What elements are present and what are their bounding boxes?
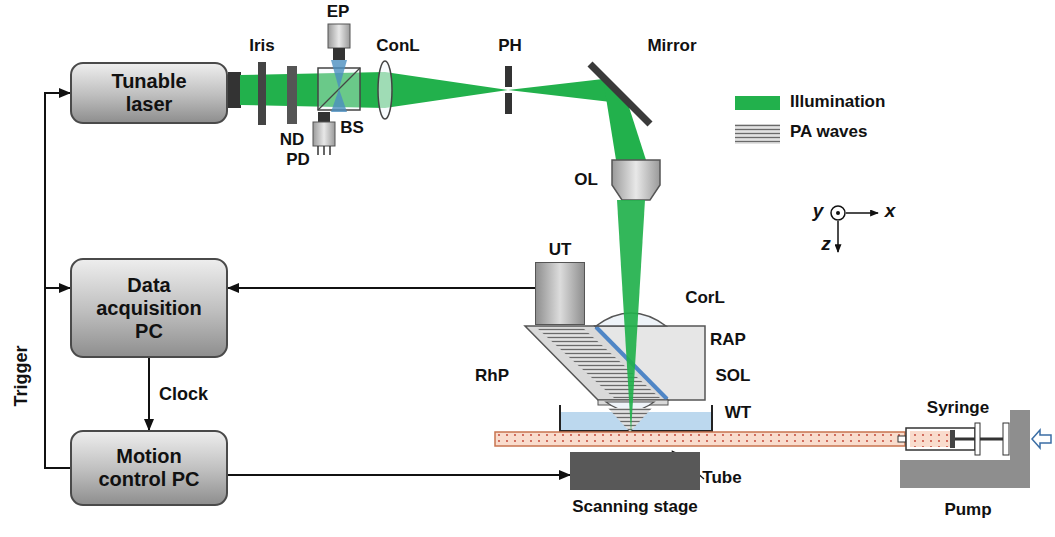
part-label: Scanning stage xyxy=(572,497,698,517)
signal-connector xyxy=(228,287,535,289)
signal-label: Clock xyxy=(157,384,210,405)
box-label: Motion control PC xyxy=(94,445,204,491)
legend-text: Illumination xyxy=(790,92,885,112)
illumination-beam xyxy=(240,72,646,160)
signal-connector xyxy=(148,358,150,430)
part-label: Iris xyxy=(249,36,275,56)
part-label: OL xyxy=(574,170,598,190)
axis-label: z xyxy=(821,234,831,254)
axis-label: x xyxy=(885,201,896,221)
iris xyxy=(258,62,266,125)
device-box: Data acquisition PC xyxy=(70,258,228,358)
focused-beam xyxy=(617,200,645,433)
part-label: CorL xyxy=(685,288,725,308)
part-label: Tube xyxy=(702,468,741,488)
part-label: PH xyxy=(498,36,522,56)
box-label: Tunable laser xyxy=(94,70,204,116)
legend-hatch-swatch xyxy=(735,124,780,144)
condenser-lens xyxy=(378,61,392,119)
objective-lens xyxy=(612,160,660,200)
part-label: PD xyxy=(286,150,310,170)
syringe-pump xyxy=(898,410,1051,488)
part-label: ND xyxy=(280,130,305,150)
right-angle-prism xyxy=(595,326,705,400)
legend-text: PA waves xyxy=(790,122,868,142)
pinhole xyxy=(505,66,512,114)
part-label: Mirror xyxy=(647,36,696,56)
part-label: RAP xyxy=(710,330,746,350)
beam-splitter xyxy=(318,60,360,112)
transducer: UT xyxy=(535,262,585,325)
water-tank xyxy=(560,405,712,431)
part-label: Syringe xyxy=(927,398,989,418)
signal-connector xyxy=(45,288,70,468)
eyepiece xyxy=(328,24,350,60)
axis-label: y xyxy=(813,201,824,221)
device-box: Tunable laser xyxy=(70,62,228,124)
part-label: ConL xyxy=(376,36,419,56)
mirror xyxy=(590,64,650,124)
signal-connector xyxy=(45,93,70,468)
signal-connector xyxy=(228,474,570,476)
part-label: WT xyxy=(725,403,751,423)
signal-label: Trigger xyxy=(11,343,32,408)
tube xyxy=(495,432,905,446)
scanning-stage: Scanning stage xyxy=(570,452,700,490)
axes xyxy=(831,206,878,252)
part-label: BS xyxy=(340,118,364,138)
legend-swatch xyxy=(735,96,780,110)
nd-filter xyxy=(287,66,297,124)
part-label: UT xyxy=(549,240,572,260)
device-box: Motion control PC xyxy=(70,430,228,506)
box-label: Data acquisition PC xyxy=(94,274,204,343)
part-label: EP xyxy=(327,2,350,22)
photodiode xyxy=(313,112,335,155)
part-label: RhP xyxy=(475,366,509,386)
part-label: Pump xyxy=(944,500,991,520)
part-label: SOL xyxy=(716,366,751,386)
laser-aperture xyxy=(228,72,241,108)
